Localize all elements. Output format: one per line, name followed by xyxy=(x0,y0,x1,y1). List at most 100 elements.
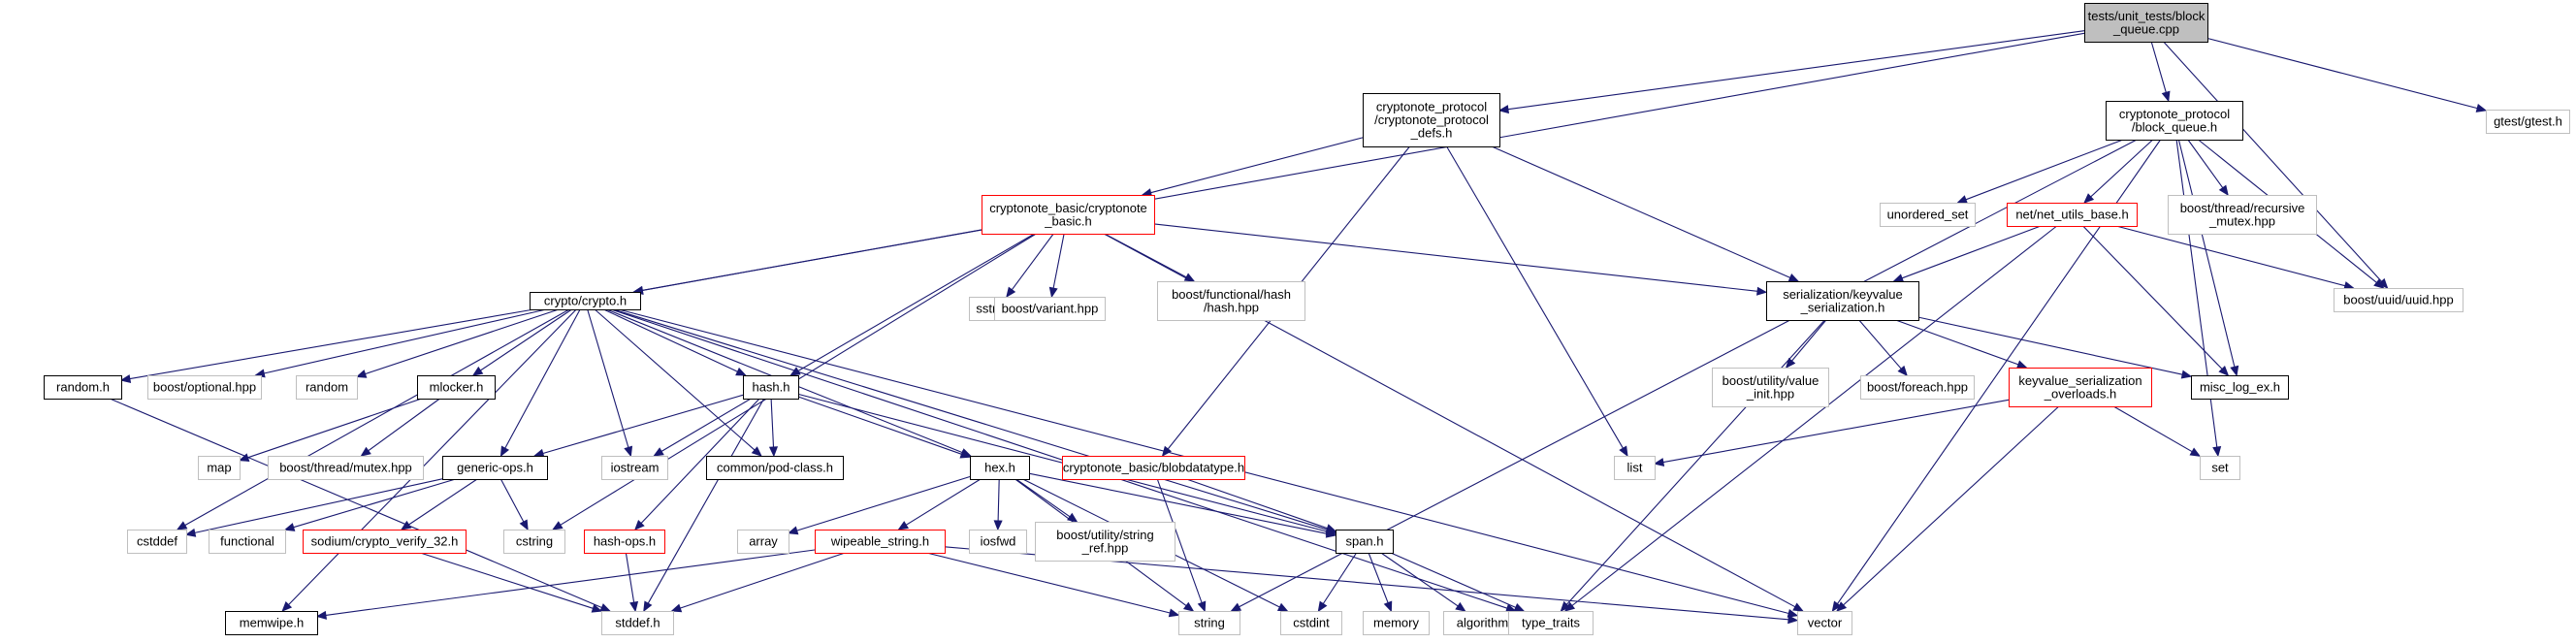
node-mlocker[interactable]: mlocker.h xyxy=(417,375,496,400)
node-randomh[interactable]: random.h xyxy=(44,375,122,400)
dependency-edge xyxy=(1015,478,1079,523)
node-blobdt[interactable]: cryptonote_basic/blobdatatype.h xyxy=(1062,456,1245,480)
edge-arrowhead xyxy=(1230,602,1242,612)
edge-line xyxy=(1491,145,1791,278)
node-kvser[interactable]: serialization/keyvalue_serialization.h xyxy=(1766,281,1919,321)
edge-line xyxy=(1028,472,1328,534)
edge-arrowhead xyxy=(2377,277,2389,289)
node-label: iostream xyxy=(611,461,660,475)
edge-line xyxy=(625,552,635,603)
node-label: /cryptonote_protocol xyxy=(1374,113,1489,127)
dependency-edge xyxy=(532,394,744,458)
edge-line xyxy=(1662,399,2010,464)
node-label: boost/variant.hpp xyxy=(1002,302,1099,316)
node-cstring: cstring xyxy=(503,530,565,554)
edge-arrowhead xyxy=(1325,524,1337,532)
edge-line xyxy=(610,308,1508,609)
node-box xyxy=(2084,3,2208,43)
node-sodium[interactable]: sodium/crypto_verify_32.h xyxy=(303,530,467,554)
node-random: random xyxy=(296,375,358,400)
node-blockqueue[interactable]: cryptonote_protocol/block_queue.h xyxy=(2106,101,2243,141)
dependency-edge xyxy=(625,552,639,613)
node-cpdefs[interactable]: cryptonote_protocol/cryptonote_protocol_… xyxy=(1363,93,1500,147)
edge-line xyxy=(680,552,846,609)
node-cstddef: cstddef xyxy=(127,530,187,554)
node-label: set xyxy=(2211,461,2229,475)
node-uuid: boost/uuid/uuid.hpp xyxy=(2334,288,2463,312)
edge-arrowhead xyxy=(2212,446,2222,458)
edge-arrowhead xyxy=(1787,615,1799,625)
edge-arrowhead xyxy=(1455,601,1466,612)
edge-arrowhead xyxy=(1182,601,1195,612)
node-label: array xyxy=(749,534,778,549)
edge-arrowhead xyxy=(1892,273,1905,282)
edge-arrowhead xyxy=(2218,366,2230,376)
edge-arrowhead xyxy=(1956,195,1968,204)
node-hashh[interactable]: hash.h xyxy=(743,375,799,400)
node-cryptoh[interactable]: crypto/crypto.h xyxy=(530,292,641,310)
node-misclog[interactable]: misc_log_ex.h xyxy=(2191,375,2289,400)
edge-line xyxy=(264,308,547,374)
edge-line xyxy=(1380,552,1459,607)
node-root[interactable]: tests/unit_tests/block_queue.cpp xyxy=(2084,3,2208,43)
node-memwipe[interactable]: memwipe.h xyxy=(225,611,318,635)
dependency-edge xyxy=(587,308,633,458)
node-kvoverloads[interactable]: keyvalue_serialization_overloads.h xyxy=(2009,368,2152,407)
node-label: map xyxy=(207,461,231,475)
edge-line xyxy=(587,308,629,448)
dependency-edge xyxy=(1895,319,2028,370)
edge-line xyxy=(2177,139,2236,368)
dependency-edge xyxy=(2206,37,2488,113)
node-label: boost/foreach.hpp xyxy=(1867,380,1968,395)
edge-line xyxy=(603,308,738,372)
edge-line xyxy=(1507,30,2085,111)
node-podclass[interactable]: common/pod-class.h xyxy=(706,456,844,480)
edge-arrowhead xyxy=(897,521,910,530)
node-vector: vector xyxy=(1797,611,1852,635)
dependency-edge xyxy=(1153,223,1768,296)
edge-arrowhead xyxy=(519,519,529,531)
edge-line xyxy=(797,396,962,455)
node-label: boost/thread/mutex.hpp xyxy=(279,461,412,475)
node-label: hex.h xyxy=(984,461,1015,475)
node-box xyxy=(147,375,262,400)
edge-line xyxy=(1156,478,1203,603)
edge-line xyxy=(1390,552,1517,608)
node-label: keyvalue_serialization xyxy=(2018,373,2141,388)
node-hexh[interactable]: hex.h xyxy=(970,456,1030,480)
edge-line xyxy=(1571,225,2058,606)
dependency-edge xyxy=(1230,139,2138,612)
dependency-edge xyxy=(2082,225,2230,376)
node-box xyxy=(530,292,641,310)
node-netutils[interactable]: net/net_utils_base.h xyxy=(2007,203,2138,227)
node-label: random.h xyxy=(56,380,110,395)
edge-arrowhead xyxy=(629,600,639,613)
dependency-edge xyxy=(360,398,440,457)
node-spanh[interactable]: span.h xyxy=(1336,530,1394,554)
dependency-edge xyxy=(1317,552,1358,613)
dependency-edge xyxy=(632,32,2085,295)
node-genericops[interactable]: generic-ops.h xyxy=(442,456,548,480)
edge-line xyxy=(1153,223,1758,292)
edge-arrowhead xyxy=(281,601,293,612)
node-box xyxy=(2486,110,2570,134)
node-label: cryptonote_basic/cryptonote xyxy=(989,201,1147,215)
edge-arrowhead xyxy=(735,367,747,376)
dependency-edge xyxy=(787,475,971,535)
node-label: common/pod-class.h xyxy=(717,461,833,475)
node-wipeable[interactable]: wipeable_string.h xyxy=(815,530,946,554)
edge-arrowhead xyxy=(1497,105,1509,114)
node-box xyxy=(1797,611,1852,635)
node-box xyxy=(1336,530,1394,554)
edge-line xyxy=(504,308,581,449)
node-hashops[interactable]: hash-ops.h xyxy=(584,530,665,554)
node-box xyxy=(1860,375,1975,400)
node-box xyxy=(268,456,424,480)
node-label: vector xyxy=(1808,616,1843,630)
edge-arrowhead xyxy=(959,449,972,459)
node-box xyxy=(743,375,799,400)
node-label: boost/uuid/uuid.hpp xyxy=(2343,293,2453,307)
node-cbasic[interactable]: cryptonote_basic/cryptonote_basic.h xyxy=(982,195,1155,235)
dependency-edge xyxy=(2163,41,2389,289)
dependency-edge xyxy=(1186,478,1337,532)
